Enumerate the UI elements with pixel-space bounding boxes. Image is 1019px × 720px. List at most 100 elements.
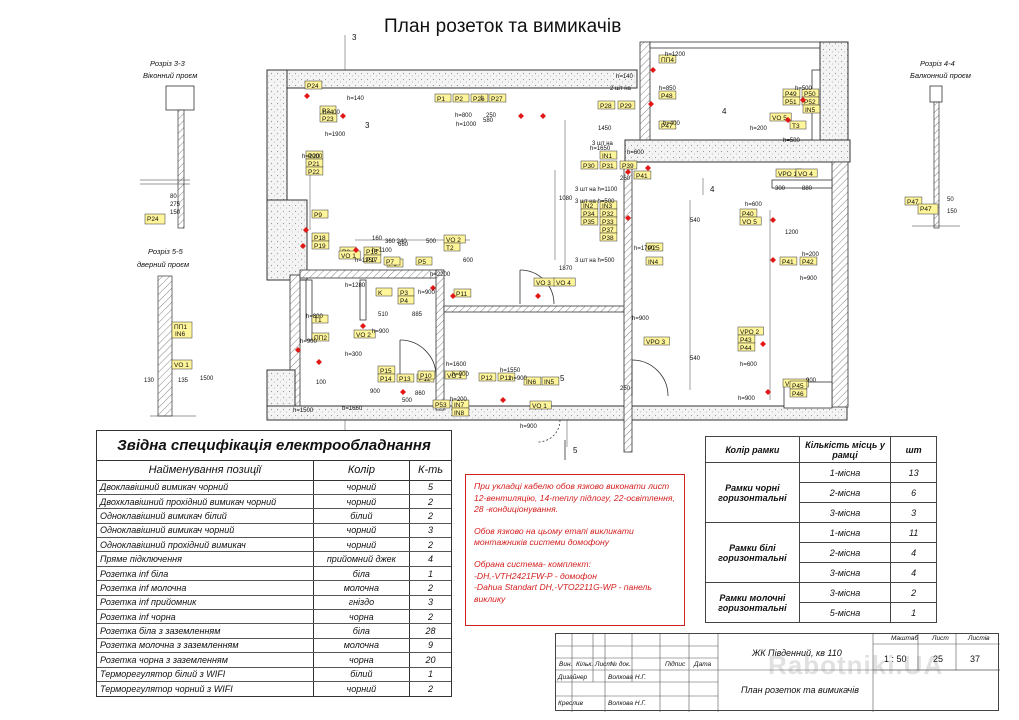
svg-text:Балконний проєм: Балконний проєм xyxy=(910,71,971,80)
svg-text:580: 580 xyxy=(483,118,494,124)
svg-text:h=400: h=400 xyxy=(323,110,341,116)
frames-cell-count: 4 xyxy=(890,562,937,583)
equipment-tag: P21 xyxy=(305,158,324,168)
equipment-tag-label: P51 xyxy=(785,99,797,106)
equipment-tag: VO 2 xyxy=(353,329,376,339)
socket-mark xyxy=(648,101,654,107)
note-system: Обрана система- комплект: -DH,-VTH2421FW… xyxy=(474,559,676,605)
equipment-tag-label: VPO 1 xyxy=(778,171,798,178)
equipment-tag-label: VO 4 xyxy=(556,280,571,287)
socket-mark xyxy=(450,293,456,299)
svg-text:h=600: h=600 xyxy=(740,362,758,368)
socket-mark xyxy=(340,113,346,119)
svg-text:h=1550: h=1550 xyxy=(500,368,521,374)
equipment-tag-label: P48 xyxy=(661,93,673,100)
socket-mark xyxy=(760,341,766,347)
equipment-tag-label: P11 xyxy=(500,375,511,382)
stamp-scale-label: Маштаб xyxy=(891,635,919,642)
spec-cell-name: Розетка inf чорна xyxy=(97,609,314,625)
spec-cell-count: 28 xyxy=(409,623,451,639)
spec-cell-color: чорний xyxy=(313,523,411,539)
stamp-draftsman: Волкова Н.Г. xyxy=(608,700,647,707)
equipment-tag-label: VO 5 xyxy=(742,219,757,226)
note-intercom: Обов язково на цьому етапі викликати мон… xyxy=(474,525,634,548)
equipment-tag: P46 xyxy=(789,388,808,398)
equipment-tag: P19 xyxy=(311,240,330,250)
equipment-tag-label: P14 xyxy=(380,376,392,383)
equipment-tag: P40 xyxy=(739,208,758,218)
frames-header-color: Колір рамки xyxy=(705,436,800,463)
page-title: План розеток та вимикачів xyxy=(384,16,622,37)
equipment-tag-label: P10 xyxy=(420,373,432,380)
equipment-tag-label: ПП2 xyxy=(314,335,327,342)
svg-text:h=1700: h=1700 xyxy=(634,246,655,252)
equipment-tag: T3 xyxy=(789,120,807,130)
spec-cell-color: білий xyxy=(313,508,411,524)
stamp-sheet: 25 xyxy=(933,654,944,664)
spec-cell-color: біла xyxy=(313,566,411,582)
equipment-tag: P4 xyxy=(397,295,415,305)
svg-text:h=1900: h=1900 xyxy=(325,132,346,138)
equipment-tag-label: IN1 xyxy=(602,153,613,160)
frames-group-name: Рамки білі горизонтальні xyxy=(705,522,800,583)
svg-text:IN6: IN6 xyxy=(175,331,186,338)
svg-text:Розріз 3-3: Розріз 3-3 xyxy=(150,59,186,68)
svg-text:260: 260 xyxy=(620,176,631,182)
equipment-tag-label: P41 xyxy=(636,173,648,180)
equipment-tag-label: P13 xyxy=(399,376,411,383)
socket-mark xyxy=(300,243,306,249)
equipment-tag-label: VPO 2 xyxy=(740,329,760,336)
svg-text:h=800: h=800 xyxy=(455,113,473,119)
svg-text:1870: 1870 xyxy=(559,266,573,272)
equipment-tag: P33 xyxy=(599,216,618,226)
equipment-tag-label: P35 xyxy=(583,219,595,226)
spec-cell-count: 20 xyxy=(409,652,451,668)
equipment-tag-label: P47 xyxy=(907,199,919,206)
equipment-tag: P29 xyxy=(617,100,636,110)
equipment-tag-label: P5 xyxy=(418,259,426,266)
equipment-tag-label: P3 xyxy=(400,290,408,297)
svg-text:160: 160 xyxy=(372,236,383,242)
spec-cell-count: 2 xyxy=(409,609,451,625)
svg-text:h=500: h=500 xyxy=(795,86,813,92)
spec-cell-count: 3 xyxy=(409,595,451,611)
svg-text:250: 250 xyxy=(486,113,497,119)
svg-text:h=900: h=900 xyxy=(738,396,756,402)
frames-cell-places: 2-місна xyxy=(798,482,892,503)
svg-text:h=900: h=900 xyxy=(510,376,528,382)
socket-mark xyxy=(650,67,656,73)
spec-header-name: Найменування позиції xyxy=(97,461,314,481)
equipment-tag-label: P2 xyxy=(455,96,463,103)
equipment-tag: P11 xyxy=(497,372,516,382)
stamp-col-6: Дата xyxy=(694,661,712,668)
equipment-tag-label: P31 xyxy=(602,163,614,170)
title-block: Маштаб Лист Листів 1 : 50 25 37 ЖК Півде… xyxy=(555,633,1000,712)
equipment-tag-label: P45 xyxy=(792,383,804,390)
svg-text:1: 1 xyxy=(480,96,484,102)
svg-text:3 шт на h=500: 3 шт на h=500 xyxy=(575,199,615,205)
spec-cell-name: Одноклавішний прохідний вимикач xyxy=(97,537,314,553)
equipment-tag: P1 xyxy=(434,93,452,103)
stamp-col-4: № док. xyxy=(610,661,631,668)
svg-text:Розріз 5-5: Розріз 5-5 xyxy=(148,247,184,256)
equipment-tag: P11 xyxy=(453,288,472,298)
equipment-tag-label: P49 xyxy=(785,91,797,98)
equipment-tag-label: P38 xyxy=(602,235,614,242)
svg-text:5: 5 xyxy=(573,446,578,455)
spec-cell-count: 2 xyxy=(428,683,434,694)
svg-text:h=900: h=900 xyxy=(372,329,390,335)
equipment-tag: VO 1 xyxy=(338,250,361,260)
svg-text:100: 100 xyxy=(316,380,327,386)
equipment-tag-label: P4 xyxy=(400,298,408,305)
equipment-tag-label: P1 xyxy=(437,96,445,103)
svg-text:4: 4 xyxy=(722,107,727,116)
svg-text:Віконний проєм: Віконний проєм xyxy=(143,71,197,80)
svg-text:h=2200: h=2200 xyxy=(430,272,451,278)
equipment-tag-label: IN8 xyxy=(454,410,465,417)
socket-mark xyxy=(800,97,806,103)
equipment-tag-label: P12 xyxy=(419,376,431,383)
